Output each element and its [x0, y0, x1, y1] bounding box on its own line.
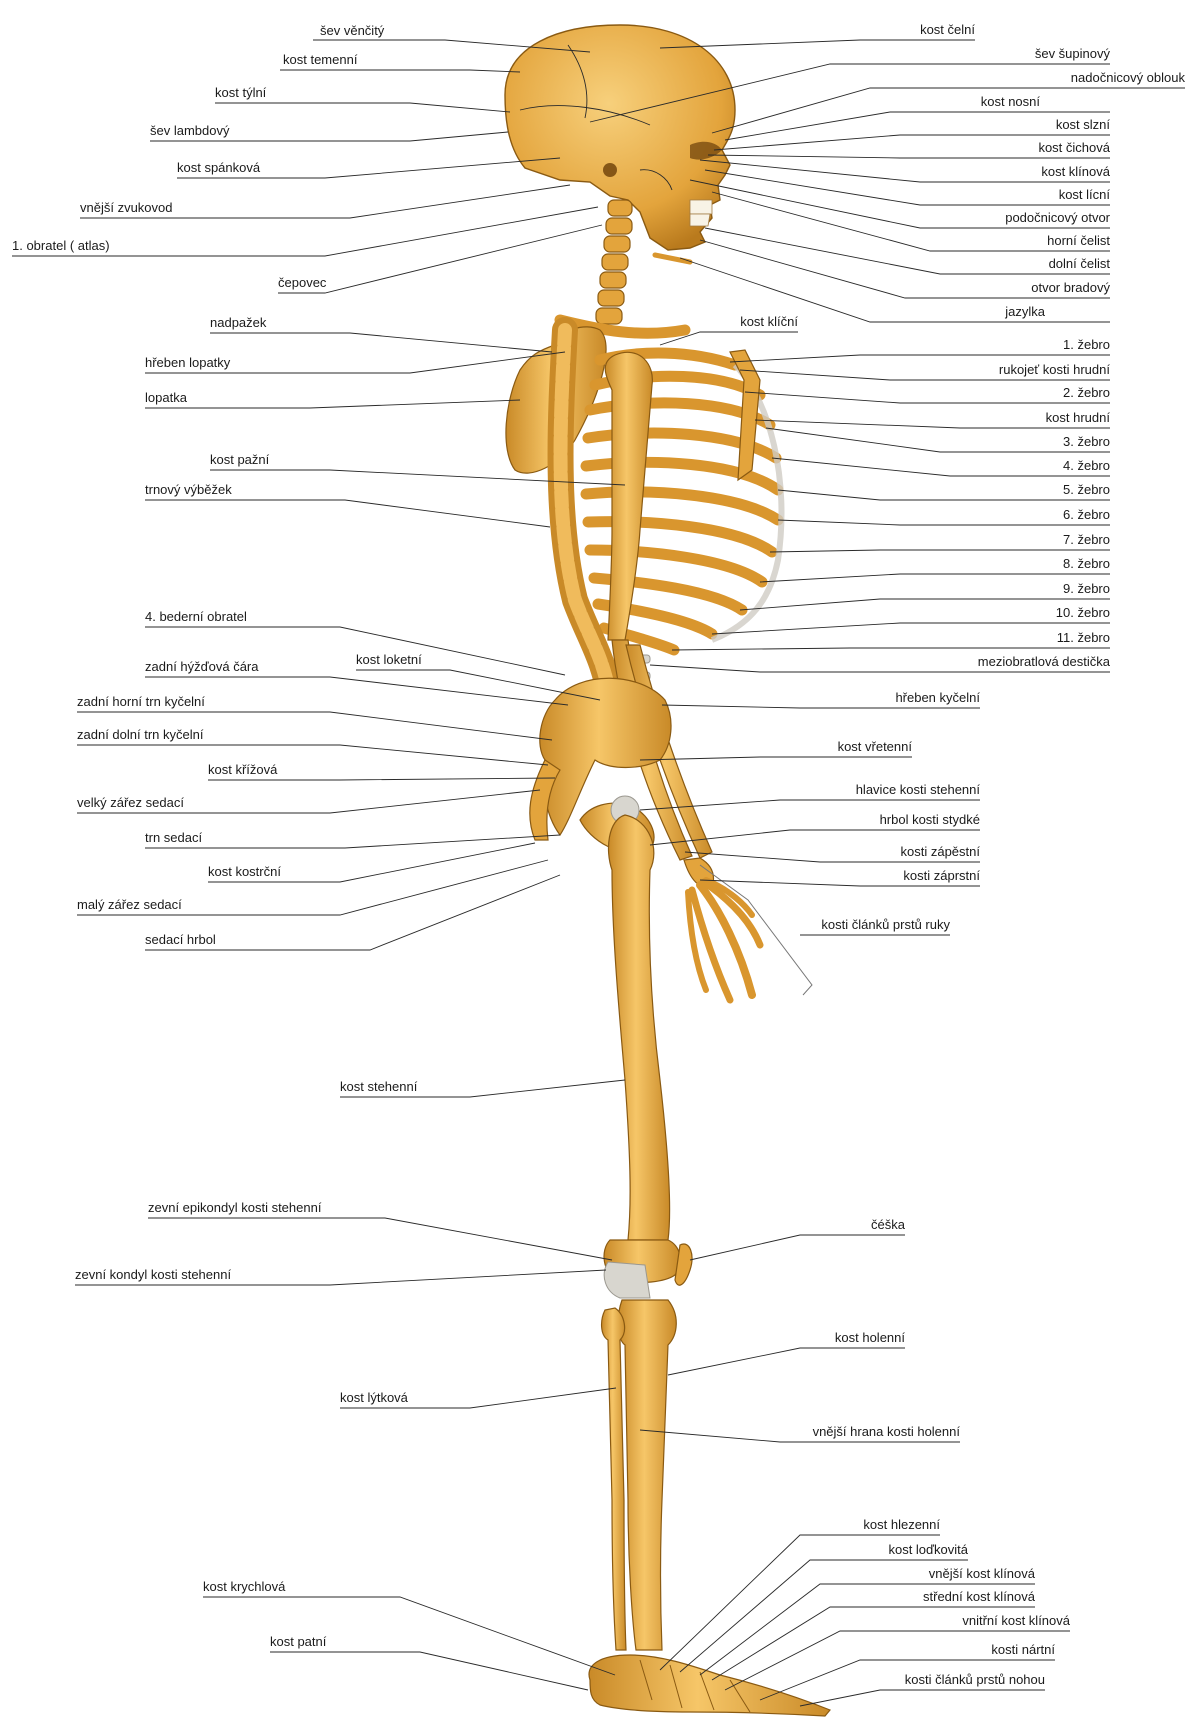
label-jazylka: jazylka	[1004, 304, 1046, 319]
label-kosti-clanku-prstu-nohou: kosti článků prstů nohou	[905, 1672, 1045, 1687]
label-zevni-epikondyl: zevní epikondyl kosti stehenní	[148, 1200, 322, 1215]
label-nadocnicovy-oblouk: nadočnicový oblouk	[1071, 70, 1186, 85]
label-trnovy-vybezek: trnový výběžek	[145, 482, 232, 497]
label-sev-supinovy: šev šupinový	[1035, 46, 1111, 61]
label-kosti-zapestni: kosti zápěstní	[901, 844, 981, 859]
label-kost-lytkova: kost lýtková	[340, 1390, 409, 1405]
label-trn-sedaci: trn sedací	[145, 830, 202, 845]
label-zadni-horni-trn: zadní horní trn kyčelní	[77, 694, 205, 709]
label-kost-klicni: kost klíční	[740, 314, 798, 329]
label-zebro-3: 3. žebro	[1063, 434, 1110, 449]
label-kost-nosni: kost nosní	[981, 94, 1041, 109]
labels-left: šev věnčitý kost temenní kost týlní šev …	[12, 23, 422, 1649]
label-zebro-4: 4. žebro	[1063, 458, 1110, 473]
label-kost-pazni: kost pažní	[210, 452, 270, 467]
label-vnejsi-zvukovod: vnější zvukovod	[80, 200, 173, 215]
label-cepovec: čepovec	[278, 275, 327, 290]
label-vnitrni-kost-klinova: vnitřní kost klínová	[962, 1613, 1070, 1628]
label-kost-vretenni: kost vřetenní	[838, 739, 913, 754]
label-podocnicovy-otvor: podočnicový otvor	[1005, 210, 1110, 225]
label-lopatka: lopatka	[145, 390, 188, 405]
label-zebro-2: 2. žebro	[1063, 385, 1110, 400]
foot	[589, 1655, 830, 1716]
label-dolni-celist: dolní čelist	[1049, 256, 1111, 271]
label-kost-krychlova: kost krychlová	[203, 1579, 286, 1594]
femur	[608, 815, 669, 1240]
label-kost-temenni: kost temenní	[283, 52, 358, 67]
label-rukojet-kosti-hrudni: rukojeť kosti hrudní	[999, 362, 1110, 377]
leader-lines	[12, 40, 1185, 1706]
label-hlavice-kosti-stehenni: hlavice kosti stehenní	[856, 782, 981, 797]
label-kost-spankova: kost spánková	[177, 160, 261, 175]
label-vnejsi-kost-klinova: vnější kost klínová	[929, 1566, 1036, 1581]
label-atlas: 1. obratel ( atlas)	[12, 238, 110, 253]
label-zadni-dolni-trn: zadní dolní trn kyčelní	[77, 727, 204, 742]
label-zebro-11: 11. žebro	[1057, 630, 1110, 645]
label-kost-stehenni: kost stehenní	[340, 1079, 418, 1094]
label-hreben-lopatky: hřeben lopatky	[145, 355, 231, 370]
label-kost-hrudni: kost hrudní	[1046, 410, 1111, 425]
labels-right: kost čelní šev šupinový nadočnicový oblo…	[740, 22, 1185, 1687]
label-sev-vencity: šev věnčitý	[320, 23, 385, 38]
tibia	[618, 1300, 676, 1650]
label-ceska: čéška	[871, 1217, 906, 1232]
label-sedaci-hrbol: sedací hrbol	[145, 932, 216, 947]
label-kost-tylni: kost týlní	[215, 85, 267, 100]
label-zebro-10: 10. žebro	[1056, 605, 1110, 620]
label-maly-zarez-sedaci: malý zářez sedací	[77, 897, 182, 912]
label-velky-zarez-sedaci: velký zářez sedací	[77, 795, 184, 810]
label-zebro-6: 6. žebro	[1063, 507, 1110, 522]
label-bederni-obratel: 4. bederní obratel	[145, 609, 247, 624]
label-meziobratlova-desticka: meziobratlová destička	[978, 654, 1111, 669]
label-kost-lodkovita: kost loďkovitá	[888, 1542, 968, 1557]
label-vnejsi-hrana-kosti-holenni: vnější hrana kosti holenní	[813, 1424, 961, 1439]
label-kosti-clanku-prstu-ruky: kosti článků prstů ruky	[821, 917, 950, 932]
fibula	[602, 1308, 626, 1650]
label-zadni-hyzdova-cara: zadní hýžďová čára	[145, 659, 259, 674]
label-zebro-8: 8. žebro	[1063, 556, 1110, 571]
label-zevni-kondyl: zevní kondyl kosti stehenní	[75, 1267, 231, 1282]
label-kosti-zaprstni: kosti záprstní	[903, 868, 980, 883]
label-kost-kostrcni: kost kostrční	[208, 864, 281, 879]
label-kost-patni: kost patní	[270, 1634, 327, 1649]
hand	[684, 858, 812, 1000]
label-kost-slzni: kost slzní	[1056, 117, 1111, 132]
label-zebro-1: 1. žebro	[1063, 337, 1110, 352]
label-zebro-9: 9. žebro	[1063, 581, 1110, 596]
label-kost-loketni: kost loketní	[356, 652, 422, 667]
label-otvor-bradovy: otvor bradový	[1031, 280, 1110, 295]
label-kost-celni: kost čelní	[920, 22, 975, 37]
cervical-spine	[596, 200, 632, 324]
label-kost-cichova: kost čichová	[1038, 140, 1110, 155]
label-kost-licni: kost lícní	[1059, 187, 1111, 202]
label-zebro-7: 7. žebro	[1063, 532, 1110, 547]
label-nadpazek: nadpažek	[210, 315, 267, 330]
label-hrbol-kosti-stydke: hrbol kosti stydké	[880, 812, 980, 827]
label-zebro-5: 5. žebro	[1063, 482, 1110, 497]
label-horni-celist: horní čelist	[1047, 233, 1110, 248]
label-kost-holenni: kost holenní	[835, 1330, 905, 1345]
label-kost-krizova: kost křížová	[208, 762, 278, 777]
label-stredni-kost-klinova: střední kost klínová	[923, 1589, 1036, 1604]
label-kost-klinova: kost klínová	[1041, 164, 1110, 179]
label-kosti-nartni: kosti nártní	[991, 1642, 1055, 1657]
label-sev-lambdovy: šev lambdový	[150, 123, 230, 138]
label-kost-hlezenni: kost hlezenní	[863, 1517, 940, 1532]
skeleton-figure	[505, 25, 830, 1716]
label-hreben-kycelni: hřeben kyčelní	[895, 690, 980, 705]
